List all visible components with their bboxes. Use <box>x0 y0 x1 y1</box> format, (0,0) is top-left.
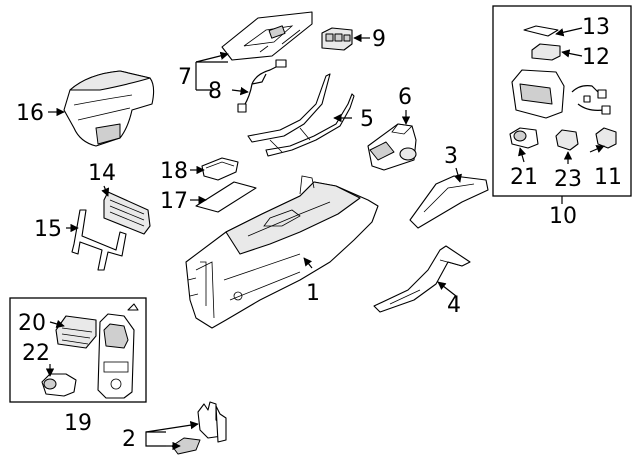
pad-part <box>531 43 561 61</box>
callout-22: 22 <box>22 341 50 366</box>
switch-11-part <box>595 127 617 149</box>
tray-part <box>201 157 239 181</box>
main-console-part <box>185 175 379 329</box>
socket-21-part <box>509 127 539 149</box>
shifter-bezel-part <box>221 11 313 61</box>
usb-hub-part <box>511 69 611 119</box>
callout-4: 4 <box>447 293 461 318</box>
callout-6: 6 <box>398 85 412 110</box>
callout-5: 5 <box>360 107 374 132</box>
rear-panel-part <box>97 303 139 399</box>
armrest-lid-part <box>63 70 155 147</box>
callout-14: 14 <box>88 161 116 186</box>
callout-18: 18 <box>160 159 188 184</box>
callout-1: 1 <box>306 281 320 306</box>
callout-12: 12 <box>582 45 610 70</box>
trim-strip-part <box>247 73 355 157</box>
callout-8: 8 <box>208 79 222 104</box>
cup-holder-part <box>367 123 417 171</box>
callout-15: 15 <box>34 217 62 242</box>
callout-7: 7 <box>178 65 192 90</box>
card-part <box>523 25 559 37</box>
switch-23-part <box>555 129 579 151</box>
rear-vent-part <box>55 315 97 349</box>
callout-17: 17 <box>160 189 188 214</box>
leader-lines <box>45 27 605 451</box>
callout-21: 21 <box>510 165 538 190</box>
callout-19: 19 <box>64 411 92 436</box>
callout-2: 2 <box>122 427 136 452</box>
switch-module-part <box>321 27 353 51</box>
callout-3: 3 <box>444 144 458 169</box>
callout-11: 11 <box>594 165 622 190</box>
callout-9: 9 <box>372 27 386 52</box>
callout-23: 23 <box>554 167 582 192</box>
support-frame-part <box>71 209 127 271</box>
callout-20: 20 <box>18 311 46 336</box>
group-box-19 <box>9 297 147 403</box>
power-outlet-part <box>41 373 77 397</box>
mat-part <box>195 181 257 213</box>
wire-harness-part <box>237 59 287 113</box>
callout-13: 13 <box>582 15 610 40</box>
lower-trim-part <box>373 245 471 313</box>
bracket-part <box>171 401 227 455</box>
vent-bracket-part <box>103 191 151 235</box>
side-panel-part <box>409 175 489 229</box>
callout-10: 10 <box>549 204 577 229</box>
callout-16: 16 <box>16 101 44 126</box>
